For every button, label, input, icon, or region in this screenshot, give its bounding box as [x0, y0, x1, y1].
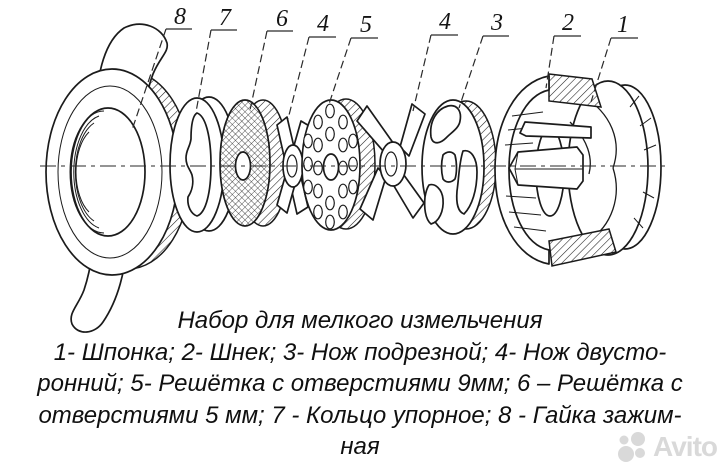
label-7: 7: [219, 5, 232, 31]
meat-grinder-exploded-diagram: 8 7 6 4 5 4 3 2 1: [40, 4, 666, 333]
part-number-labels: 8 7 6 4 5 4 3 2 1: [174, 4, 629, 38]
part-clamping-nut-8: [45, 23, 192, 333]
label-1: 1: [617, 12, 629, 38]
auger-thread-bottom: [548, 228, 617, 267]
caption-line-3: ронний; 5- Решётка с отверстиями 9мм; 6 …: [37, 370, 683, 397]
label-6: 6: [276, 6, 288, 32]
caption: Набор для мелкого измельчения 1- Шпонка;…: [0, 305, 720, 463]
label-3: 3: [490, 10, 503, 36]
auger-drive-stub: [508, 146, 584, 190]
caption-line-5: ная: [340, 433, 380, 460]
part-double-knife-4: [356, 103, 426, 221]
avito-watermark: Avito: [615, 431, 718, 463]
auger-thread-top: [548, 73, 603, 108]
part-plate-5mm-6: [219, 99, 289, 227]
plate-holes: [303, 103, 358, 230]
label-2: 2: [562, 10, 574, 36]
part-auger-2: [494, 73, 662, 267]
leader-lines: [131, 28, 638, 131]
part-key-1: [519, 121, 592, 139]
auger-collar: [494, 75, 550, 265]
label-4-left: 4: [317, 11, 329, 37]
avito-logo-icon: [618, 432, 646, 462]
label-5: 5: [360, 12, 372, 38]
part-plate-9mm-5: [301, 98, 376, 231]
caption-title: Набор для мелкого измельчения: [177, 307, 543, 334]
part-trimming-knife-3: [421, 99, 497, 235]
caption-line-4: отверстиями 5 мм; 7 - Кольцо упорное; 8 …: [38, 401, 682, 429]
caption-line-2: 1- Шпонка; 2- Шнек; 3- Нож подрезной; 4-…: [53, 338, 667, 366]
label-4: 4: [439, 9, 451, 35]
label-8: 8: [174, 4, 186, 30]
watermark-text: Avito: [653, 431, 718, 462]
